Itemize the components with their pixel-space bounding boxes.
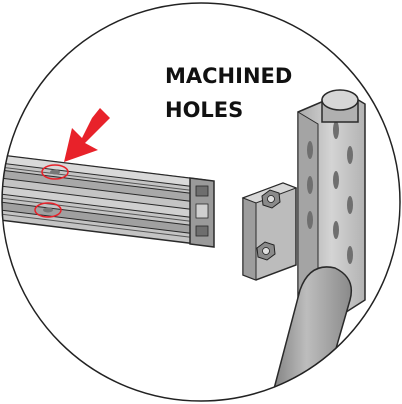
hex-nut-bottom <box>256 241 276 261</box>
hex-nut-top <box>261 189 281 209</box>
upright-post-cap <box>321 89 359 123</box>
aluminum-extrusion <box>2 154 215 248</box>
mounting-bracket <box>241 182 298 281</box>
machined-hole-marker-top <box>41 164 69 180</box>
callout-line-1: MACHINED <box>165 64 292 88</box>
machined-hole-marker-bottom <box>34 202 62 218</box>
callout-line-2: HOLES <box>165 98 243 122</box>
magnified-area <box>2 89 381 401</box>
arrow-pointer-icon <box>64 108 110 162</box>
